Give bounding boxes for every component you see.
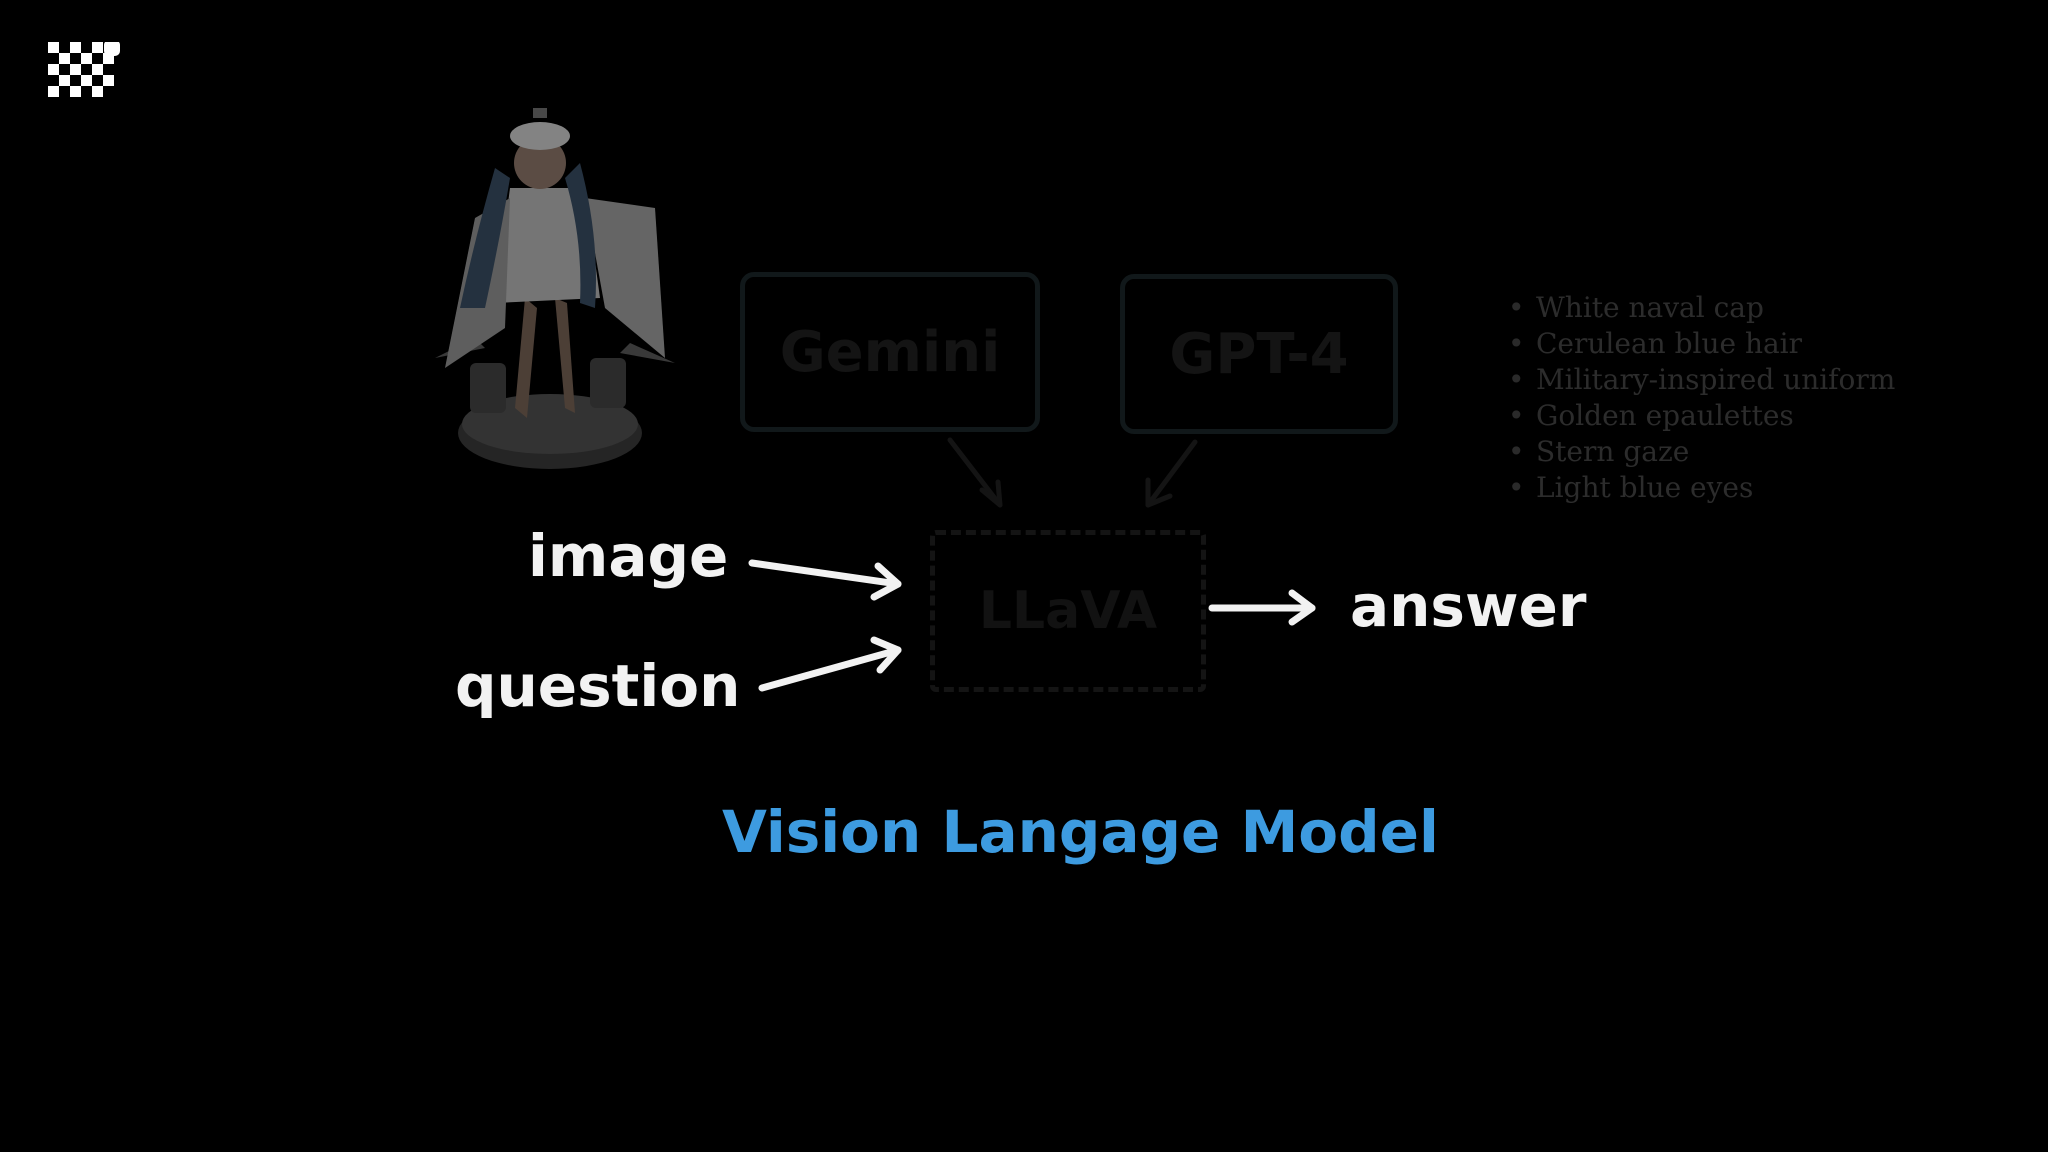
- gemini-box: Gemini: [740, 272, 1040, 432]
- checkered-logo-icon: [48, 42, 120, 97]
- feature-item: •Military-inspired uniform: [1508, 363, 1896, 396]
- gemini-to-llava-arrow: [947, 437, 1003, 508]
- question-input-label: question: [455, 652, 741, 720]
- image-input-label: image: [528, 522, 729, 590]
- feature-item: •Stern gaze: [1508, 435, 1690, 468]
- feature-item: •Cerulean blue hair: [1508, 327, 1803, 360]
- feature-list: •White naval cap •Cerulean blue hair •Mi…: [1508, 290, 1895, 506]
- feature-text: Golden epaulettes: [1536, 399, 1794, 432]
- diagram-title: Vision Langage Model: [722, 798, 1439, 866]
- feature-text: Military-inspired uniform: [1536, 363, 1896, 396]
- feature-item: •Light blue eyes: [1508, 471, 1754, 504]
- feature-text: White naval cap: [1536, 291, 1764, 324]
- gpt4-box: GPT-4: [1120, 274, 1398, 434]
- llava-label: LLaVA: [978, 581, 1158, 641]
- answer-output-label: answer: [1350, 572, 1587, 640]
- question-to-llava-arrow: [758, 646, 902, 692]
- feature-text: Cerulean blue hair: [1536, 327, 1803, 360]
- image-to-llava-arrow: [748, 559, 902, 588]
- feature-text: Light blue eyes: [1536, 471, 1754, 504]
- feature-item: •White naval cap: [1508, 291, 1764, 324]
- feature-text: Stern gaze: [1536, 435, 1690, 468]
- gpt4-to-llava-arrow: [1145, 439, 1198, 508]
- feature-item: •Golden epaulettes: [1508, 399, 1794, 432]
- gpt4-label: GPT-4: [1169, 321, 1349, 387]
- gemini-label: Gemini: [779, 319, 1001, 385]
- figurine-image: [435, 108, 675, 469]
- llava-model-box: LLaVA: [930, 530, 1206, 692]
